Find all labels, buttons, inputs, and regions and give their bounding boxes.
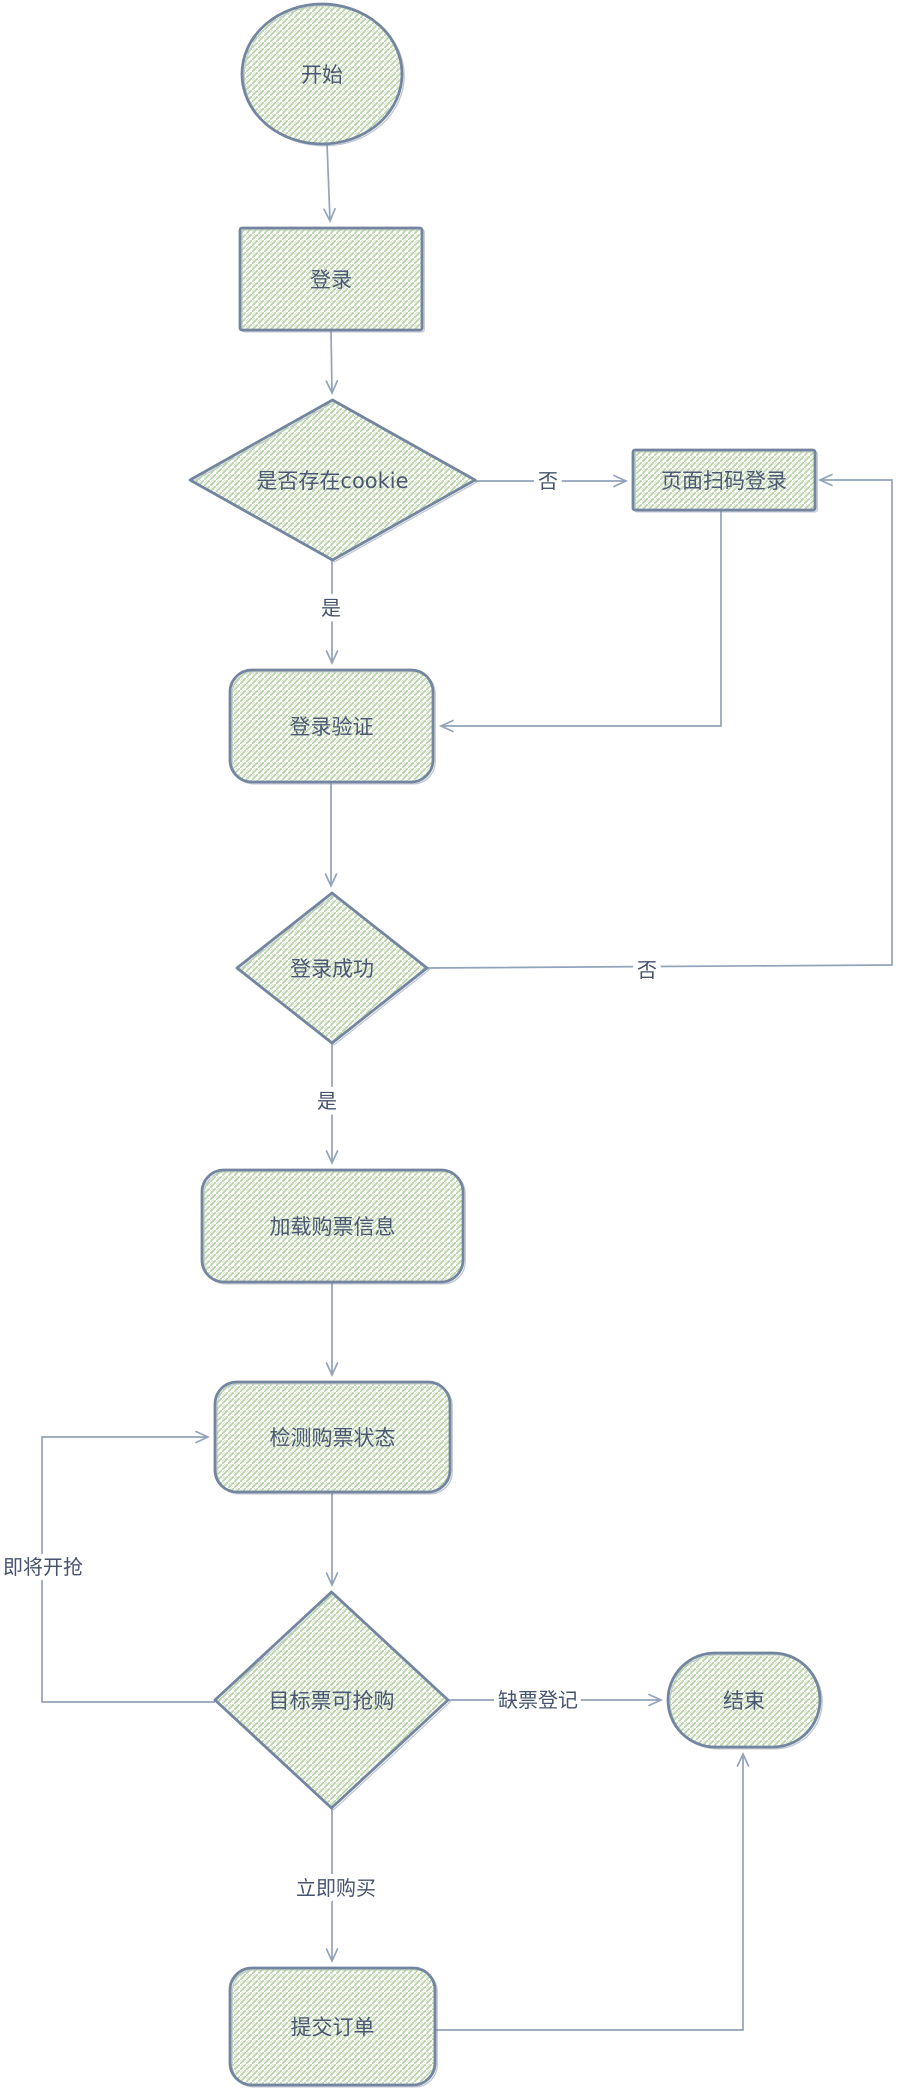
node-end: 结束 <box>666 1651 823 1750</box>
scan-login-shape <box>631 448 817 512</box>
target-available-label: 目标票可抢购 <box>269 1689 395 1713</box>
edge-target-upcoming <box>41 1430 215 1703</box>
login-success-shape <box>235 891 429 1045</box>
edge-submit-to-end <box>435 1751 750 2031</box>
cookie-check-shape <box>188 398 477 562</box>
edge-success-no <box>426 473 893 969</box>
edge-label-success-yes: 是 <box>317 1089 337 1113</box>
edge-layer <box>41 142 893 2031</box>
edge-label-cookie-no: 否 <box>538 469 558 493</box>
edge-start-to-login <box>323 142 336 224</box>
edge-label-target-upcoming: 即将开抢 <box>3 1555 83 1579</box>
node-cookie-check: 是否存在cookie <box>188 398 478 563</box>
login-shape <box>238 226 424 332</box>
submit-order-shape <box>228 1966 437 2087</box>
node-login-success: 登录成功 <box>235 891 430 1046</box>
scan-login-label: 页面扫码登录 <box>661 469 787 493</box>
end-shape <box>666 1651 822 1749</box>
node-scan-login: 页面扫码登录 <box>631 448 818 513</box>
load-ticket-info-shape <box>200 1168 465 1284</box>
start-shape <box>240 2 404 146</box>
node-login: 登录 <box>238 226 425 333</box>
login-verify-shape <box>228 668 435 784</box>
node-target-available: 目标票可抢购 <box>213 1590 451 1811</box>
target-available-shape <box>213 1590 450 1810</box>
load-ticket-info-label: 加载购票信息 <box>270 1215 396 1239</box>
node-load-ticket-info: 加载购票信息 <box>200 1168 466 1285</box>
login-verify-label: 登录验证 <box>290 715 374 739</box>
edge-label-success-no: 否 <box>637 958 657 982</box>
submit-order-label: 提交订单 <box>291 2016 375 2040</box>
edge-login-to-cookie <box>325 329 339 396</box>
edge-label-cookie-yes: 是 <box>321 596 341 620</box>
start-label: 开始 <box>301 63 343 87</box>
cookie-check-label: 是否存在cookie <box>256 469 408 493</box>
edge-label-target-buy-now: 立即购买 <box>296 1876 376 1900</box>
node-submit-order: 提交订单 <box>228 1966 438 2088</box>
node-detect-status: 检测购票状态 <box>213 1380 453 1495</box>
node-login-verify: 登录验证 <box>228 668 436 785</box>
login-success-label: 登录成功 <box>290 957 374 981</box>
login-label: 登录 <box>310 268 352 292</box>
end-label: 结束 <box>723 1689 765 1713</box>
detect-status-label: 检测购票状态 <box>270 1426 396 1450</box>
edge-label-target-shortage: 缺票登记 <box>498 1688 578 1712</box>
edge-scan-to-verify <box>438 510 722 733</box>
detect-status-shape <box>213 1380 452 1494</box>
node-start: 开始 <box>240 2 405 147</box>
